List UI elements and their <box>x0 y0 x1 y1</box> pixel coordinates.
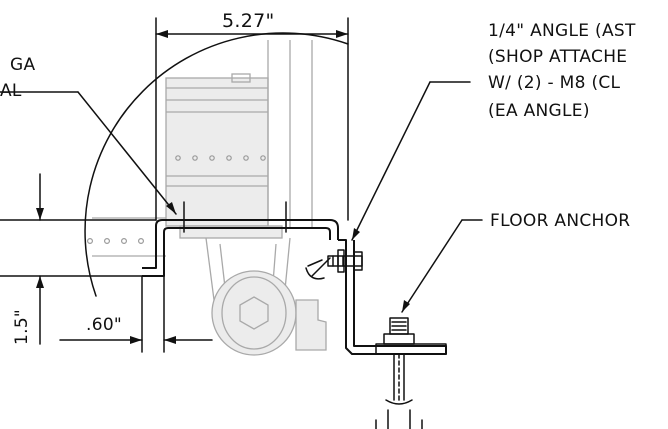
dim-height <box>0 173 157 345</box>
frame-side-panel <box>165 77 269 227</box>
caster-assembly <box>179 225 327 356</box>
sweep-arc <box>84 32 349 297</box>
dim-width <box>155 17 349 221</box>
dim-width-label: 5.27" <box>222 10 275 32</box>
leader-angle <box>351 81 471 241</box>
gauge-label-line2: AL <box>0 81 22 101</box>
conveyor-frame-outline <box>86 40 313 257</box>
caster-brake <box>295 299 327 351</box>
dim-offset-label: .60" <box>86 315 122 335</box>
m8-bolt <box>327 249 363 273</box>
frame-hole-row-lower <box>86 238 145 245</box>
angle-note-line4: (EA ANGLE) <box>488 101 590 121</box>
angle-note-line3: W/ (2) - M8 (CL <box>488 73 621 93</box>
floor-anchor <box>375 317 447 429</box>
caster-wheel <box>211 270 297 356</box>
angle-note-line1: 1/4" ANGLE (AST <box>488 21 636 41</box>
floor-anchor-label: FLOOR ANCHOR <box>490 211 630 231</box>
angle-note-line2: (SHOP ATTACHE <box>488 47 627 67</box>
frame-hole-row-upper <box>175 155 266 161</box>
leader-floor-anchor <box>401 219 483 313</box>
dim-height-label: 1.5" <box>12 309 32 345</box>
leader-gauge <box>0 91 177 215</box>
dim-offset <box>59 275 213 353</box>
wheel-axle-nut <box>239 296 269 330</box>
gauge-label-line1: GA <box>10 55 35 75</box>
